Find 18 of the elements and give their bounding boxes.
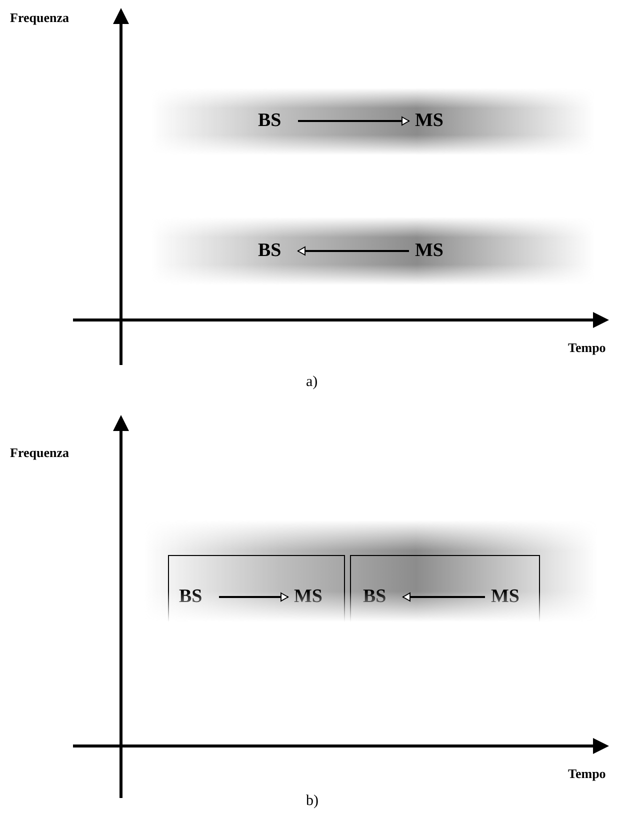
station-label: MS [294, 586, 334, 608]
arrow [298, 246, 409, 256]
station-label: MS [415, 240, 455, 262]
station-label: MS [415, 110, 455, 132]
arrow [298, 116, 410, 126]
panel-label: b) [306, 793, 318, 810]
axis-label: Frequenza [10, 445, 69, 461]
station-label: BS [258, 110, 292, 132]
arrow [219, 592, 288, 602]
arrow [402, 592, 485, 602]
panel-label: a) [306, 374, 318, 391]
axis-label: Tempo [568, 340, 606, 356]
station-label: MS [491, 586, 531, 608]
axis-label: Tempo [568, 766, 606, 782]
station-label: BS [363, 586, 397, 608]
axis-label: Frequenza [10, 10, 69, 26]
station-label: BS [258, 240, 292, 262]
station-label: BS [179, 586, 213, 608]
